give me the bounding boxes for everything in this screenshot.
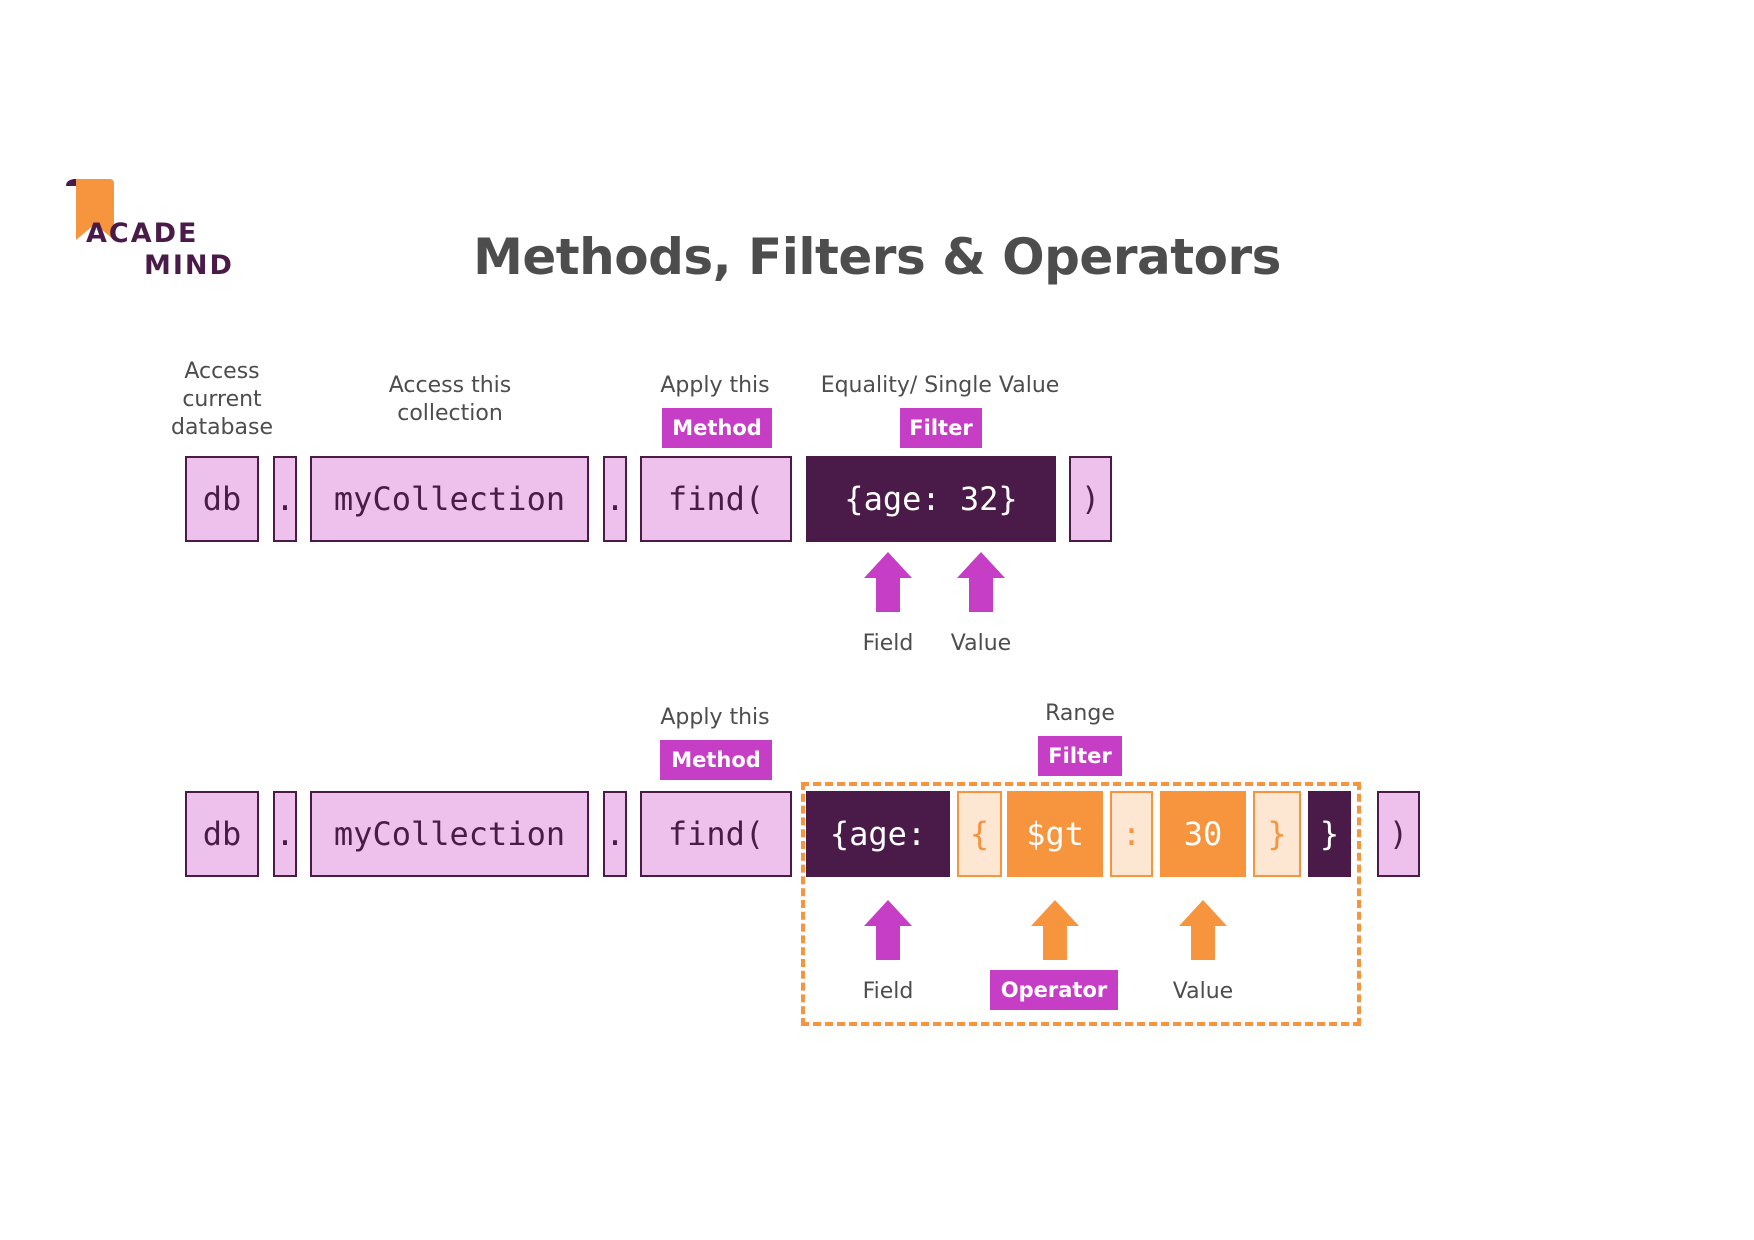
value-box: 30 [1160, 791, 1246, 877]
close-paren-box: ) [1069, 456, 1112, 542]
logo: ACADE MIND [64, 176, 244, 281]
find-box: find( [640, 791, 792, 877]
caption-db: Access current database [171, 359, 273, 440]
db-box: db [185, 456, 259, 542]
dot-box: . [273, 791, 297, 877]
method-tag: Method [662, 408, 772, 448]
field-box: {age: [806, 791, 950, 877]
filter-box: {age: 32} [806, 456, 1056, 542]
dot-box: . [603, 791, 627, 877]
filter-tag: Filter [900, 408, 982, 448]
field-label: Field [862, 631, 914, 656]
db-box: db [185, 791, 259, 877]
arrow-up-icon [864, 552, 912, 612]
arrow-up-icon [1031, 900, 1079, 960]
open-brace-box: { [957, 791, 1002, 877]
close-outer-brace-box: } [1308, 791, 1351, 877]
caption-range: Range [1045, 701, 1115, 726]
arrow-up-icon [864, 900, 912, 960]
collection-box: myCollection [310, 456, 589, 542]
operator-box: $gt [1007, 791, 1103, 877]
caption-method: Apply this [660, 373, 770, 398]
caption-method: Apply this [660, 705, 770, 730]
arrow-up-icon [1179, 900, 1227, 960]
close-paren-box: ) [1377, 791, 1420, 877]
filter-tag: Filter [1038, 736, 1122, 776]
arrow-up-icon [957, 552, 1005, 612]
field-label: Field [862, 979, 914, 1004]
value-label: Value [1172, 979, 1234, 1004]
method-tag: Method [660, 740, 772, 780]
logo-line-2: MIND [144, 250, 234, 281]
caption-filter: Equality/ Single Value [820, 373, 1060, 398]
collection-box: myCollection [310, 791, 589, 877]
dot-box: . [273, 456, 297, 542]
page-title: Methods, Filters & Operators [473, 228, 1281, 286]
caption-collection: Access this collection [388, 373, 512, 426]
find-box: find( [640, 456, 792, 542]
operator-group-outline [801, 782, 1361, 1026]
operator-tag: Operator [990, 970, 1118, 1010]
close-inner-brace-box: } [1253, 791, 1301, 877]
logo-line-1: ACADE [86, 218, 199, 249]
value-label: Value [950, 631, 1012, 656]
bookmark-logo-icon [66, 179, 114, 240]
dot-box: . [603, 456, 627, 542]
colon-box: : [1110, 791, 1153, 877]
